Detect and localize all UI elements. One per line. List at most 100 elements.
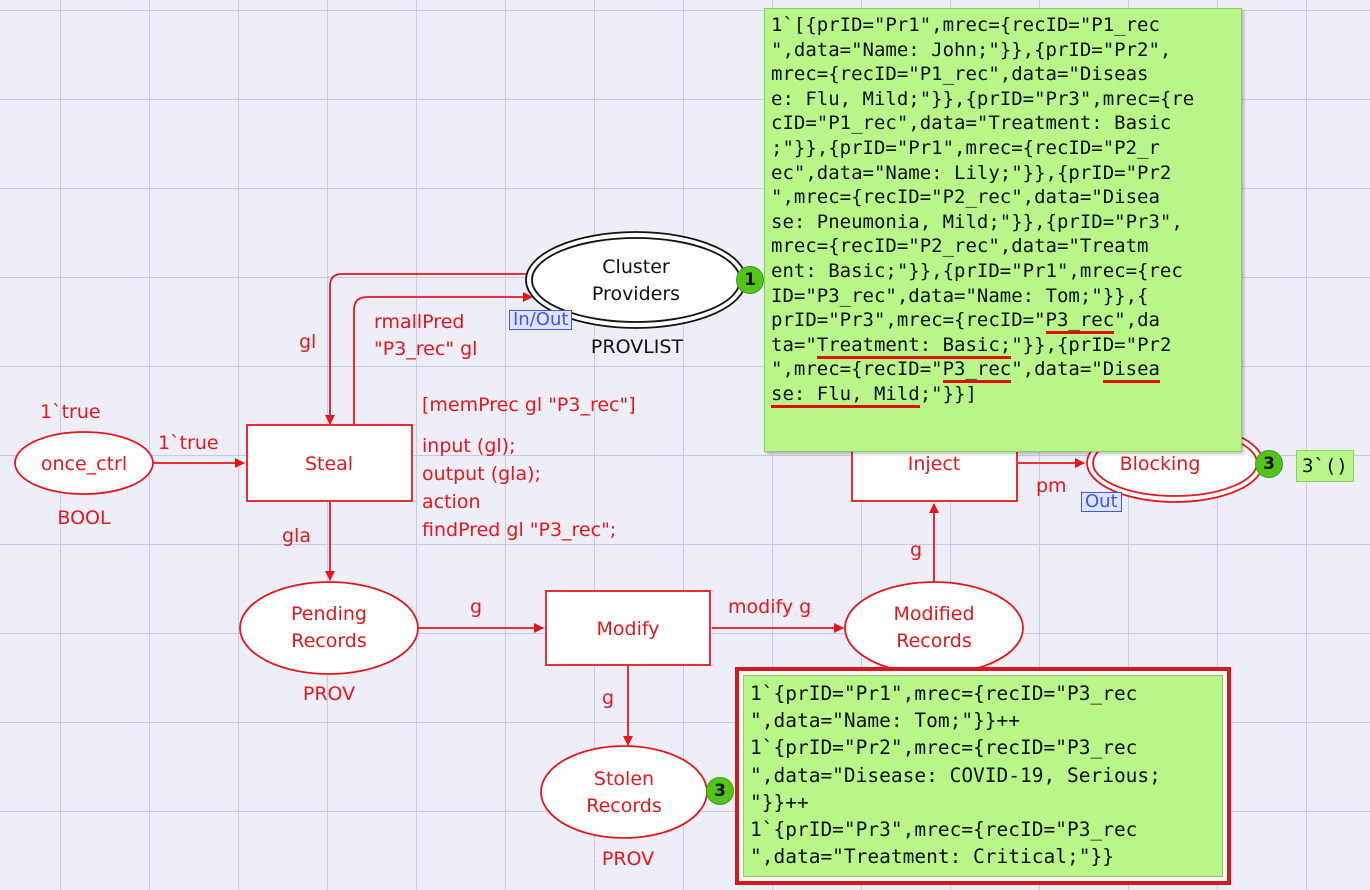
token-count-blocking[interactable]: 3 [1255, 450, 1283, 478]
marking-line: mrec={recID="P1_rec",data="Diseas [771, 62, 1235, 87]
svg-text:Inject: Inject [908, 453, 961, 475]
marking-line: "}}++ [750, 790, 809, 814]
svg-text:Pending: Pending [291, 603, 367, 625]
marking-text-segment: prID="Pr3",mrec={recID=" [771, 309, 1046, 332]
inscription-modified-to-inject: g [910, 539, 922, 561]
marking-text-segment: Disea [1102, 358, 1160, 384]
svg-text:Modify: Modify [597, 618, 660, 640]
marking-text-segment: "}},{prID="Pr2 [1011, 333, 1172, 356]
arcs [154, 273, 1085, 746]
svg-text:Records: Records [896, 630, 972, 652]
place-pending-records[interactable]: Pending Records [239, 581, 419, 675]
transition-modify[interactable]: Modify [545, 590, 711, 666]
inscription-steal-to-cluster-1: rmallPred [374, 311, 464, 333]
steal-code-line-2: output (gla); [422, 463, 541, 485]
marking-text-segment: e: Flu, Mild;"}},{prID="Pr3",mrec={re [771, 87, 1195, 110]
svg-text:Stolen: Stolen [594, 768, 654, 790]
marking-line: ",data="Name: Tom;"}}++ [750, 709, 1021, 733]
inscription-modify-to-modified: modify g [728, 596, 811, 618]
inscription-once-to-steal: 1`true [158, 432, 219, 454]
marking-line: mrec={recID="P2_rec",data="Treatm [771, 234, 1235, 259]
marking-text-segment: se: Pneumonia, Mild;"}},{prID="Pr3", [771, 210, 1183, 233]
marking-text-segment: 1`[{prID="Pr1",mrec={recID="P1_rec [771, 14, 1160, 36]
marking-stolen-records: 1`{prID="Pr1",mrec={recID="P3_rec ",data=… [743, 675, 1223, 877]
arc-cluster-to-steal[interactable] [325, 273, 530, 425]
place-cluster-providers[interactable]: Cluster Providers [525, 231, 747, 329]
marking-line: prID="Pr3",mrec={recID="P3_rec",da [771, 308, 1235, 335]
transition-steal[interactable]: Steal [246, 424, 413, 502]
marking-text-segment: Treatment: Basic; [816, 333, 1012, 359]
token-count-cluster-providers[interactable]: 1 [736, 266, 764, 294]
marking-text-segment: P3_rec [942, 358, 1012, 384]
marking-line: ec",data="Name: Lily;"}},{prID="Pr2 [771, 161, 1235, 186]
inscription-cluster-to-steal: gl [299, 331, 316, 353]
port-tag-in-out: In/Out [509, 310, 573, 330]
marking-text-segment: ",data="Name: John;"}},{prID="Pr2", [771, 38, 1172, 61]
marking-line: ",mrec={recID="P3_rec",data="Disea [771, 357, 1235, 384]
marking-text-segment: ;"}},{prID="Pr1",mrec={recID="P2_r [771, 136, 1160, 159]
marking-line: ;"}},{prID="Pr1",mrec={recID="P2_r [771, 136, 1235, 161]
marking-line: cID="P1_rec",data="Treatment: Basic [771, 111, 1235, 136]
inscription-inject-to-blocking: pm [1036, 475, 1067, 497]
marking-text-segment: ent: Basic;"}},{prID="Pr1",mrec={rec [771, 259, 1183, 282]
marking-line: 1`{prID="Pr2",mrec={recID="P3_rec [750, 736, 1138, 760]
inscription-steal-to-cluster-2: "P3_rec" gl [374, 338, 477, 360]
inscription-modify-to-stolen: g [602, 687, 614, 709]
marking-line: ID="P3_rec",data="Name: Tom;"}},{ [771, 284, 1235, 309]
steal-code-line-3: action [422, 491, 480, 513]
marking-text-segment: ",mrec={recID="P2_rec",data="Disea [771, 186, 1160, 209]
marking-line: ",data="Treatment: Critical;"}} [750, 845, 1114, 869]
marking-blocking: 3`() [1296, 450, 1354, 482]
marking-text-segment: ID="P3_rec",data="Name: Tom;"}},{ [771, 284, 1149, 307]
type-stolen-records: PROV [602, 848, 654, 870]
marking-line: e: Flu, Mild;"}},{prID="Pr3",mrec={re [771, 87, 1235, 112]
inscription-steal-to-pending: gla [282, 525, 311, 547]
marking-text-segment: ta=" [771, 333, 817, 356]
marking-line: 1`[{prID="Pr1",mrec={recID="P1_rec [771, 13, 1235, 38]
place-stolen-records[interactable]: Stolen Records [540, 745, 708, 839]
marking-text-segment: ",da [1114, 309, 1160, 332]
marking-text-segment: mrec={recID="P2_rec",data="Treatm [771, 235, 1149, 258]
svg-text:Providers: Providers [592, 283, 680, 305]
svg-text:Records: Records [586, 795, 662, 817]
type-pending-records: PROV [303, 683, 355, 705]
svg-text:Cluster: Cluster [602, 256, 670, 278]
marking-line: ",data="Name: John;"}},{prID="Pr2", [771, 38, 1235, 63]
marking-line: se: Pneumonia, Mild;"}},{prID="Pr3", [771, 210, 1235, 235]
svg-text:Steal: Steal [305, 453, 353, 475]
highlight-frame: 1`{prID="Pr1",mrec={recID="P3_rec ",data=… [735, 667, 1231, 885]
marking-text-segment: ",mrec={recID=" [771, 358, 943, 381]
type-cluster-providers: PROVLIST [591, 336, 684, 358]
marking-line: ",data="Disease: COVID-19, Serious; [750, 763, 1161, 787]
place-modified-records[interactable]: Modified Records [844, 581, 1024, 675]
port-tag-out: Out [1081, 492, 1122, 512]
marking-line: 1`{prID="Pr3",mrec={recID="P3_rec [750, 818, 1138, 842]
marking-cluster-providers: 1`[{prID="Pr1",mrec={recID="P1_rec",data… [764, 8, 1242, 452]
marking-line: 1`{prID="Pr1",mrec={recID="P3_rec [750, 682, 1138, 705]
marking-text-segment: se: Flu, Mild [771, 382, 920, 408]
marking-line: se: Flu, Mild;"}}] [771, 382, 1235, 408]
arc-steal-to-cluster[interactable] [353, 292, 533, 424]
marking-line: ent: Basic;"}},{prID="Pr1",mrec={rec [771, 259, 1235, 284]
init-marking-once-ctrl: 1`true [40, 401, 101, 423]
steal-guard: [memPrec gl "P3_rec"] [422, 394, 636, 416]
steal-code-line-1: input (gl); [422, 435, 515, 457]
marking-text-segment: P3_rec [1045, 309, 1115, 335]
marking-text-segment: ;"}}] [919, 382, 977, 405]
svg-text:Records: Records [291, 630, 367, 652]
place-once-ctrl[interactable]: once_ctrl [14, 431, 154, 495]
marking-text-segment: ",data=" [1011, 358, 1103, 381]
svg-text:Modified: Modified [893, 603, 974, 625]
marking-text-segment: ec",data="Name: Lily;"}},{prID="Pr2 [771, 161, 1172, 184]
marking-text-segment: cID="P1_rec",data="Treatment: Basic [771, 112, 1172, 135]
steal-code-line-4: findPred gl "P3_rec"; [422, 519, 616, 541]
svg-text:once_ctrl: once_ctrl [41, 453, 127, 475]
marking-line: ta="Treatment: Basic;"}},{prID="Pr2 [771, 333, 1235, 359]
marking-text-segment: mrec={recID="P1_rec",data="Diseas [771, 63, 1149, 86]
inscription-pending-to-modify: g [470, 596, 482, 618]
token-count-stolen-records[interactable]: 3 [706, 777, 734, 805]
svg-text:Blocking: Blocking [1120, 453, 1201, 475]
marking-line: ",mrec={recID="P2_rec",data="Disea [771, 185, 1235, 210]
type-once-ctrl: BOOL [57, 507, 111, 529]
